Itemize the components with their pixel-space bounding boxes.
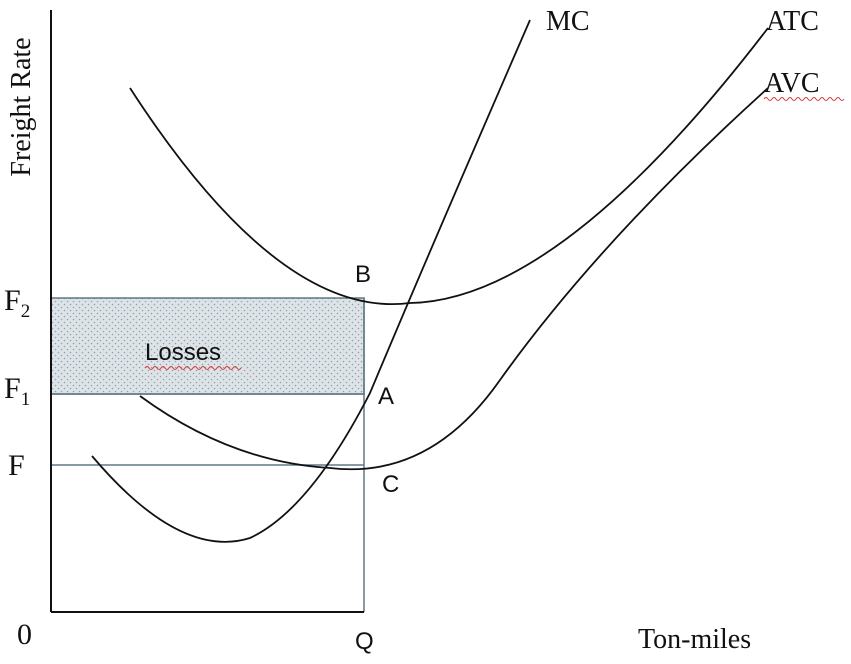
point-b-label: B bbox=[355, 261, 371, 288]
mc-curve bbox=[91, 19, 531, 543]
x-axis-label: Ton-miles bbox=[638, 624, 751, 655]
level-f1-label: F1 bbox=[4, 372, 30, 410]
level-f2-label: F2 bbox=[4, 284, 30, 322]
avc-label: AVC bbox=[764, 68, 820, 99]
losses-spellcheck-underline bbox=[144, 366, 242, 370]
quantity-q-label: Q bbox=[355, 628, 374, 655]
mc-label: MC bbox=[546, 6, 590, 37]
losses-area bbox=[50, 297, 365, 395]
level-f-label: F bbox=[8, 449, 25, 482]
avc-spellcheck-underline bbox=[763, 97, 845, 101]
avc-curve bbox=[139, 87, 769, 471]
atc-curve bbox=[129, 27, 769, 305]
y-axis-label: Freight Rate bbox=[6, 37, 37, 176]
origin-label: 0 bbox=[17, 618, 32, 651]
atc-label: ATC bbox=[766, 6, 819, 37]
point-a-label: A bbox=[378, 383, 394, 410]
point-c-label: C bbox=[382, 471, 399, 498]
losses-label: Losses bbox=[145, 339, 221, 366]
